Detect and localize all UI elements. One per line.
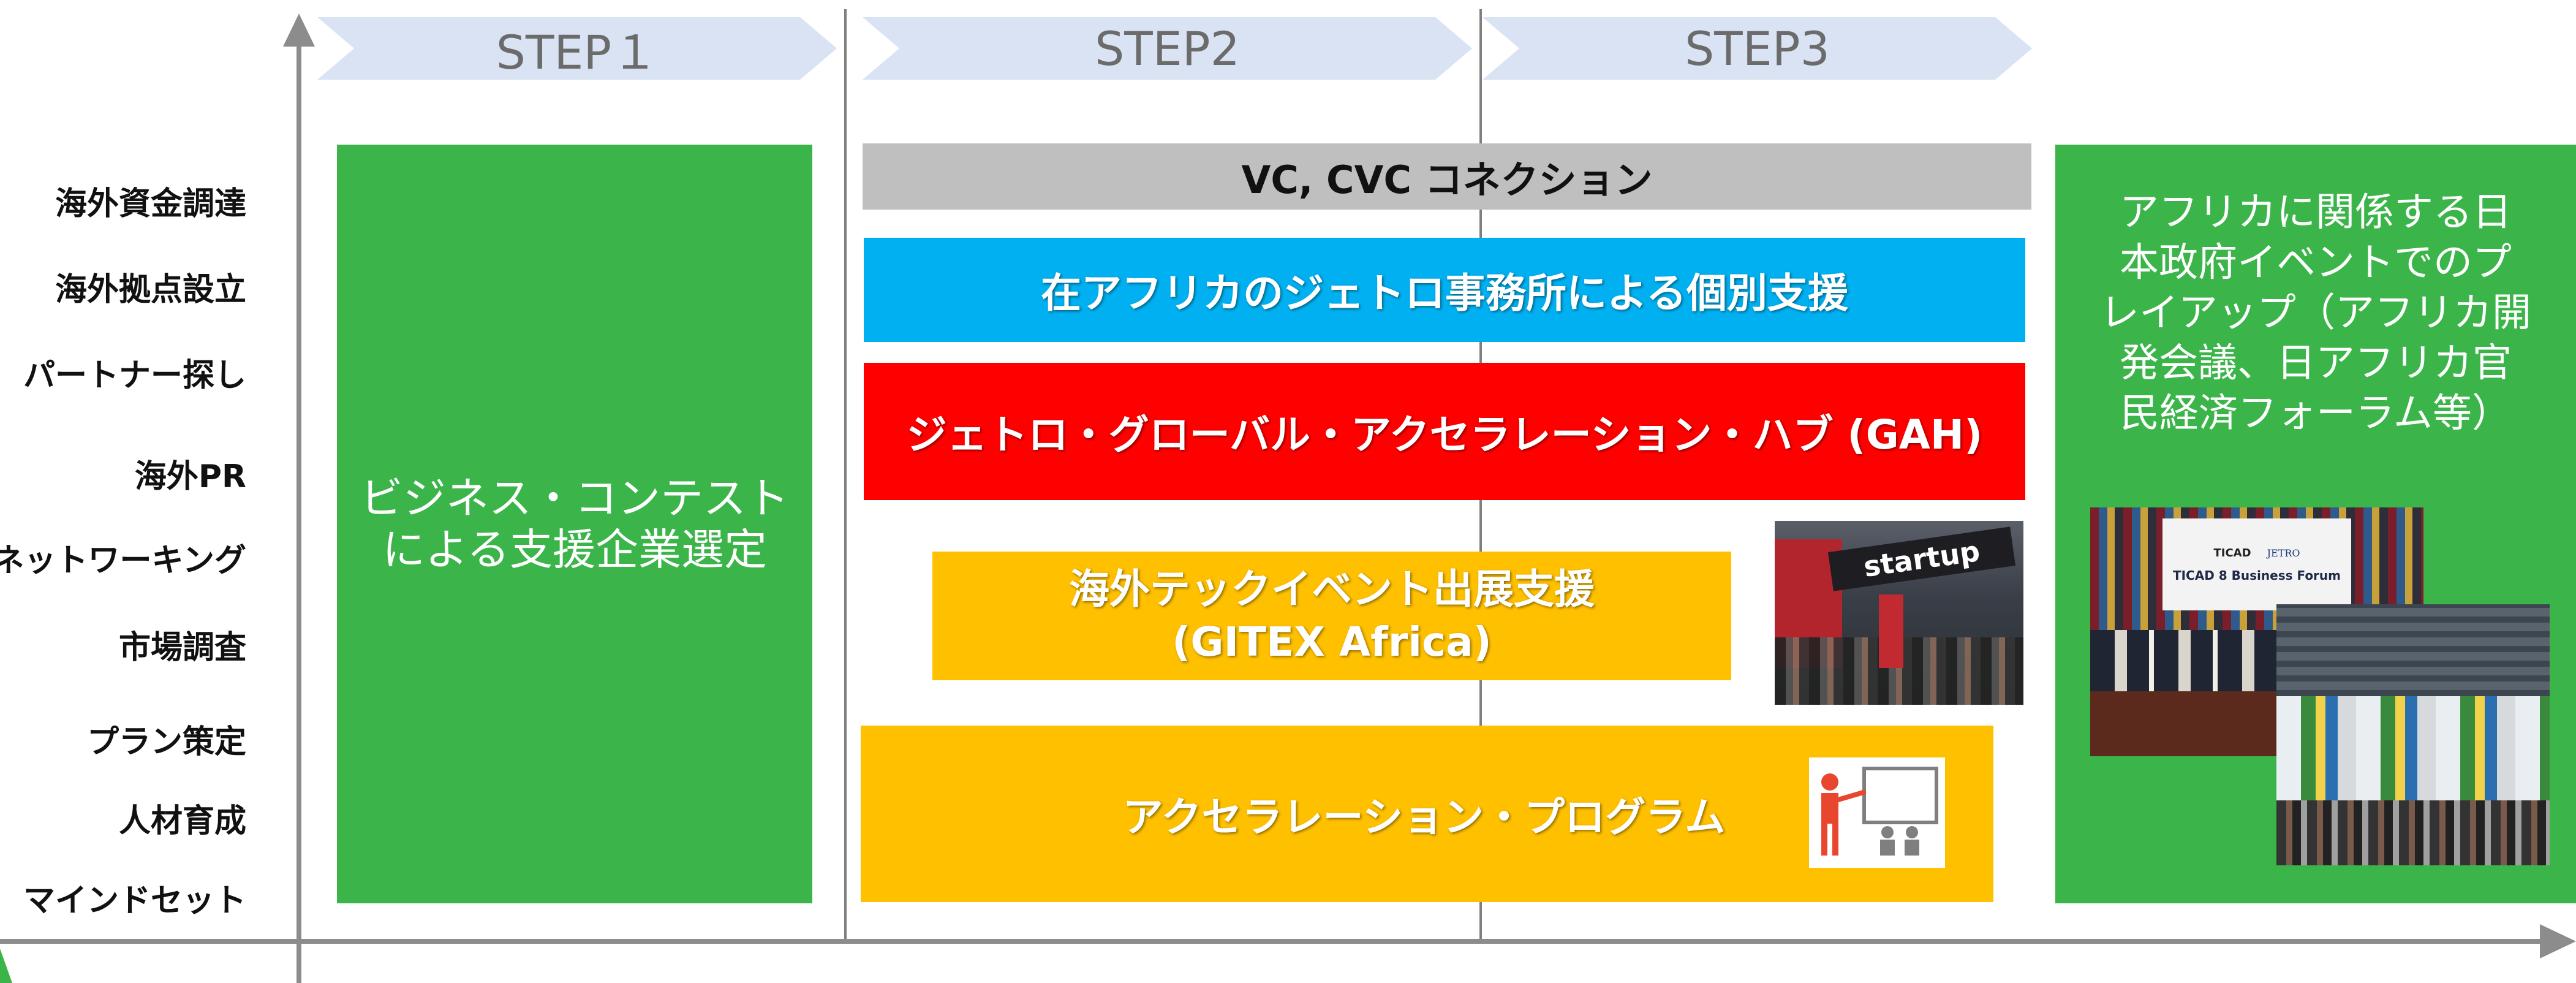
presentation-teacher-icon xyxy=(1809,757,1945,868)
expo-booths xyxy=(2276,696,2550,800)
y-axis-arrowhead xyxy=(283,13,315,47)
tech-event-support-bar: 海外テックイベント出展支援 (GITEX Africa) xyxy=(932,552,1731,680)
y-label-networking: ネットワーキング xyxy=(0,542,246,579)
japan-events-line4: 発会議、日アフリカ官 xyxy=(2120,341,2512,386)
y-label-plan-formulation: プラン策定 xyxy=(86,724,246,761)
japan-events-line5: 民経済フォーラム等） xyxy=(2120,391,2512,436)
business-contest-block: ビジネス・コンテスト による支援企業選定 xyxy=(337,145,812,903)
contest-text-line2: による支援企業選定 xyxy=(382,525,767,575)
step-2-label: STEP2 xyxy=(1095,21,1240,76)
y-label-market-research: 市場調査 xyxy=(118,629,246,666)
step-1-arrow: STEP１ xyxy=(317,17,837,80)
y-label-overseas-base: 海外拠点設立 xyxy=(55,271,246,308)
expo-crowd xyxy=(2276,800,2550,865)
step-2-arrow: STEP2 xyxy=(863,17,1472,80)
jetro-offices-support-label: 在アフリカのジェトロ事務所による個別支援 xyxy=(1040,270,1849,317)
japan-events-line1: アフリカに関係する日 xyxy=(2120,190,2512,235)
startup-booth-photo: startup xyxy=(1775,521,2023,705)
booth-sign-text: startup xyxy=(1861,534,1982,584)
tech-event-label-line2: (GITEX Africa) xyxy=(1172,618,1492,666)
expo-ceiling xyxy=(2276,604,2550,696)
y-label-talent-development: 人材育成 xyxy=(118,803,246,840)
ticad-logo-text: TICAD xyxy=(2213,546,2251,560)
step-1-label: STEP１ xyxy=(496,25,659,80)
y-label-overseas-pr: 海外PR xyxy=(134,458,246,495)
y-label-overseas-funding: 海外資金調達 xyxy=(55,186,246,222)
vc-cvc-connection-bar: VC, CVC コネクション xyxy=(863,143,2031,210)
jetro-offices-support-bar: 在アフリカのジェトロ事務所による個別支援 xyxy=(864,238,2025,342)
accelerator-program-bar: アクセラレーション・プログラム xyxy=(861,726,1993,902)
expo-hall-photo xyxy=(2276,604,2550,865)
booth-sign: startup xyxy=(1828,526,2015,591)
gah-label: ジェトロ・グローバル・アクセラレーション・ハブ (GAH) xyxy=(906,411,1983,458)
japan-events-line2: 本政府イベントでのプ xyxy=(2120,240,2512,286)
y-label-partner-search: パートナー探し xyxy=(23,357,246,394)
corner-green-triangle xyxy=(0,949,12,983)
booth-red-pillar xyxy=(1879,594,1903,668)
x-axis-arrowhead xyxy=(2540,924,2576,958)
ticad-banner-title: TICAD 8 Business Forum xyxy=(2172,567,2341,583)
japan-events-line3: レイアップ（アフリカ開 xyxy=(2100,290,2531,336)
step-3-label: STEP3 xyxy=(1685,21,1830,76)
japan-events-text: アフリカに関係する日 本政府イベントでのプ レイアップ（アフリカ開 発会議、日ア… xyxy=(2055,188,2576,439)
presentation-icon-svg xyxy=(1821,767,1938,856)
vc-cvc-connection-label: VC, CVC コネクション xyxy=(1241,158,1653,202)
accelerator-program-label: アクセラレーション・プログラム xyxy=(1122,794,1726,841)
ticad-banner: TICAD JETRO TICAD 8 Business Forum xyxy=(2162,518,2351,610)
y-label-mindset: マインドセット xyxy=(23,882,246,919)
gah-bar: ジェトロ・グローバル・アクセラレーション・ハブ (GAH) xyxy=(864,363,2025,500)
contest-text-line1: ビジネス・コンテスト xyxy=(360,473,789,523)
tech-event-label-line1: 海外テックイベント出展支援 xyxy=(1069,566,1595,613)
step-3-arrow: STEP3 xyxy=(1483,17,2032,80)
jetro-logo-text: JETRO xyxy=(2267,547,2300,559)
